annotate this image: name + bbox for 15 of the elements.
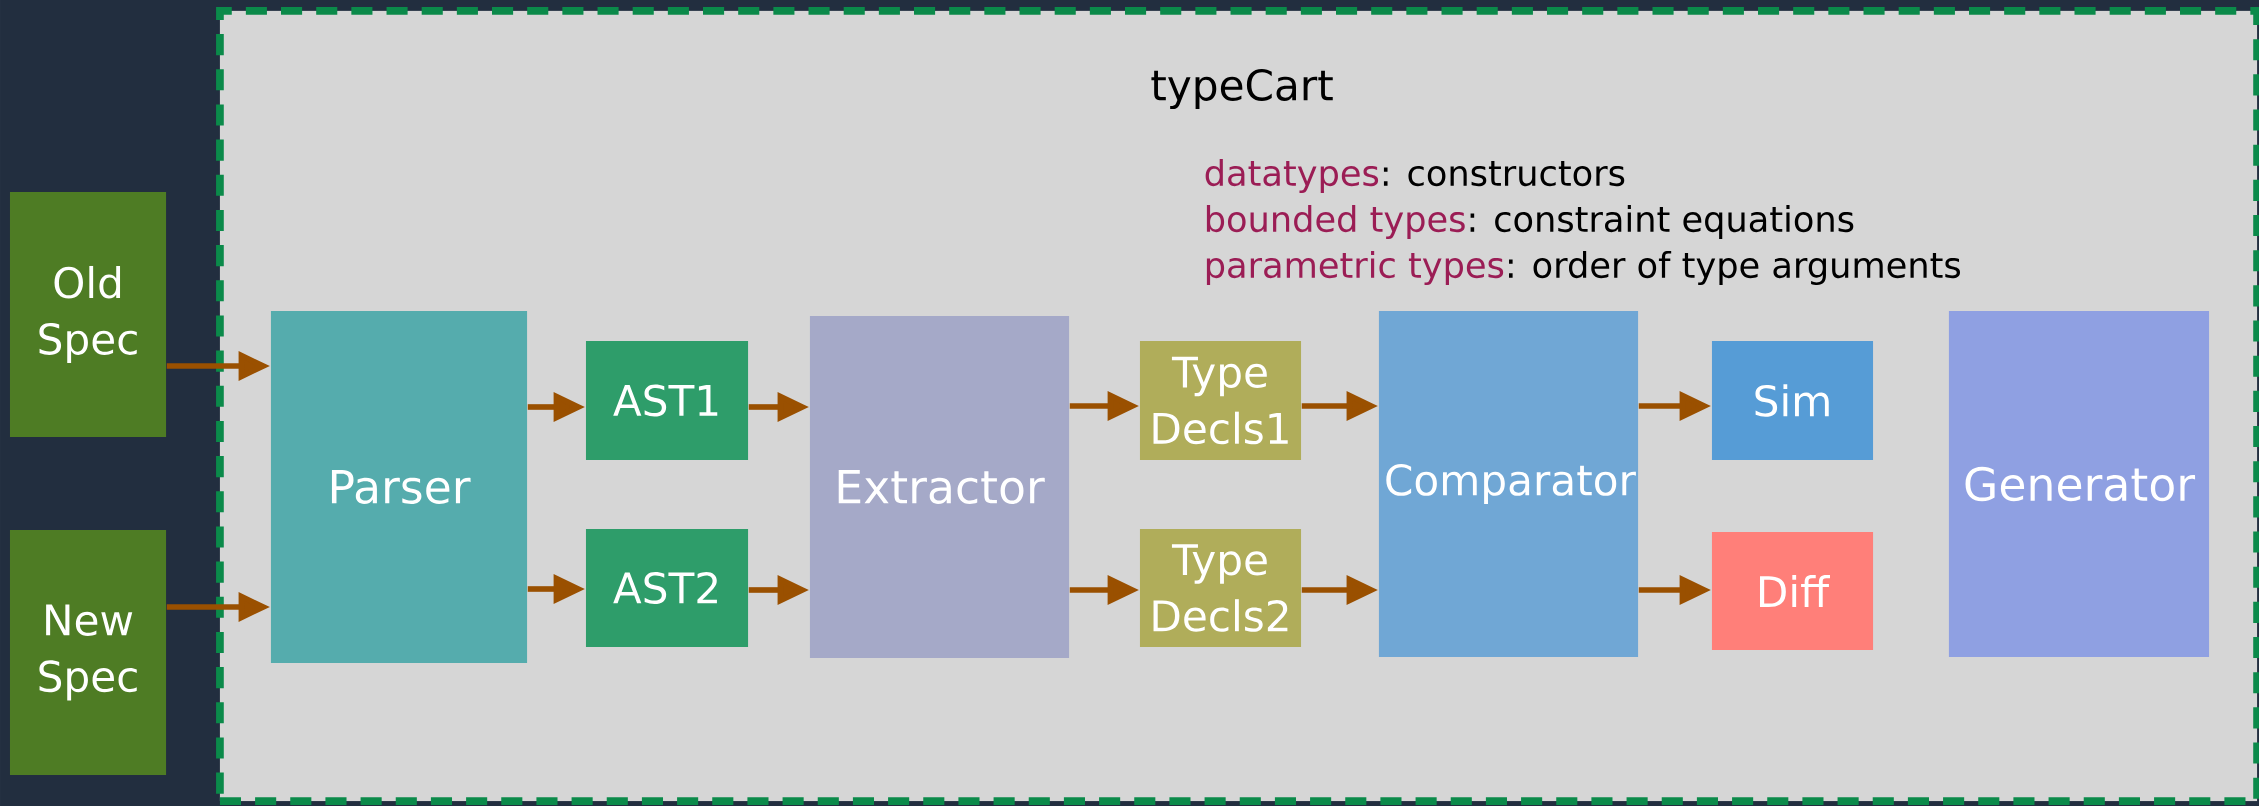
output-box: Diff [1711,531,1874,651]
data-box: Type Decls2 [1139,528,1302,648]
data-box: AST1 [585,340,749,461]
note-line: datatypes : constructors [1205,158,1625,194]
data-box: AST2 [585,528,749,648]
process-box: Comparator [1378,310,1639,658]
note-line: bounded types : constraint equations [1206,204,1854,240]
input-box: New Spec [9,529,167,776]
process-box: Generator [1948,310,2210,658]
data-box: Type Decls1 [1139,340,1302,461]
note-line: parametric types : order of type arguments [1206,250,1960,286]
process-box: Parser [270,310,528,664]
process-box: Extractor [809,315,1070,659]
output-box: Sim [1711,340,1874,461]
input-box: Old Spec [9,191,167,438]
